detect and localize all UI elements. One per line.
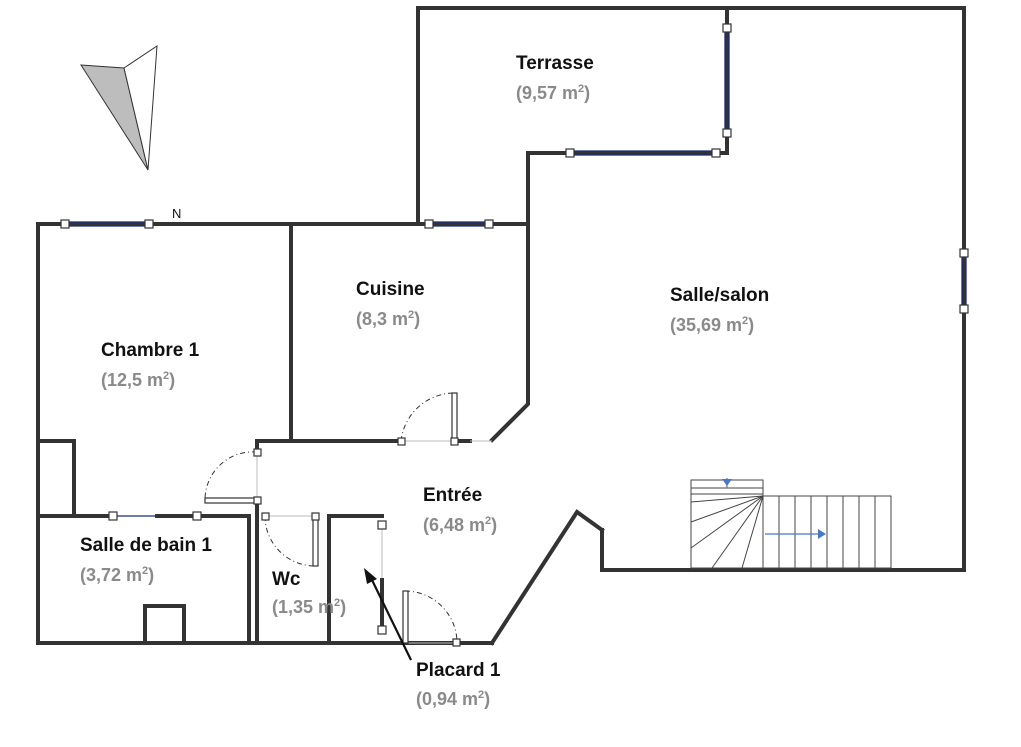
window-terrasse-side bbox=[722, 23, 732, 138]
room-label-entree: Entrée (6,48 m2) bbox=[423, 485, 497, 535]
compass-icon bbox=[80, 45, 158, 171]
room-name: Salle de bain 1 bbox=[80, 535, 212, 556]
room-area: (35,69 m2) bbox=[670, 315, 754, 335]
window-chambre-top bbox=[60, 219, 154, 229]
door-entree bbox=[402, 590, 461, 647]
room-label-cuisine: Cuisine (8,3 m2) bbox=[356, 279, 425, 329]
walls bbox=[36, 6, 966, 646]
door-wc bbox=[261, 512, 320, 567]
room-name: Terrasse bbox=[516, 53, 594, 74]
staircase bbox=[690, 478, 892, 569]
windows bbox=[60, 23, 969, 314]
room-name: Placard 1 bbox=[416, 660, 501, 681]
window-terrasse-bottom bbox=[565, 148, 721, 158]
window-salon-side bbox=[959, 248, 969, 314]
door-salle-de-bain bbox=[108, 511, 202, 521]
room-label-salle-de-bain-1: Salle de bain 1 (3,72 m2) bbox=[80, 535, 212, 585]
room-area: (3,72 m2) bbox=[80, 565, 154, 585]
room-name: Salle/salon bbox=[670, 285, 769, 306]
room-label-wc: Wc (1,35 m2) bbox=[272, 569, 346, 617]
room-name: Cuisine bbox=[356, 279, 425, 300]
north-label: N bbox=[172, 206, 181, 221]
room-area: (0,94 m2) bbox=[416, 689, 490, 709]
door-chambre bbox=[204, 448, 262, 505]
doors bbox=[108, 392, 492, 647]
door-cuisine bbox=[397, 392, 459, 446]
room-area: (9,57 m2) bbox=[516, 83, 590, 103]
room-name: Wc bbox=[272, 569, 301, 590]
room-name: Chambre 1 bbox=[101, 340, 200, 361]
room-name: Entrée bbox=[423, 485, 482, 506]
room-label-placard-1: Placard 1 (0,94 m2) bbox=[416, 660, 501, 709]
room-label-terrasse: Terrasse (9,57 m2) bbox=[516, 53, 594, 103]
window-cuisine-top bbox=[424, 219, 494, 229]
room-area: (6,48 m2) bbox=[423, 515, 497, 535]
room-label-salle-salon: Salle/salon (35,69 m2) bbox=[670, 285, 769, 335]
room-area: (1,35 m2) bbox=[272, 597, 346, 617]
room-area: (8,3 m2) bbox=[356, 309, 420, 329]
door-placard bbox=[377, 520, 387, 635]
placard-pointer-arrow bbox=[364, 568, 412, 661]
room-label-chambre-1: Chambre 1 (12,5 m2) bbox=[101, 340, 200, 390]
room-area: (12,5 m2) bbox=[101, 370, 175, 390]
